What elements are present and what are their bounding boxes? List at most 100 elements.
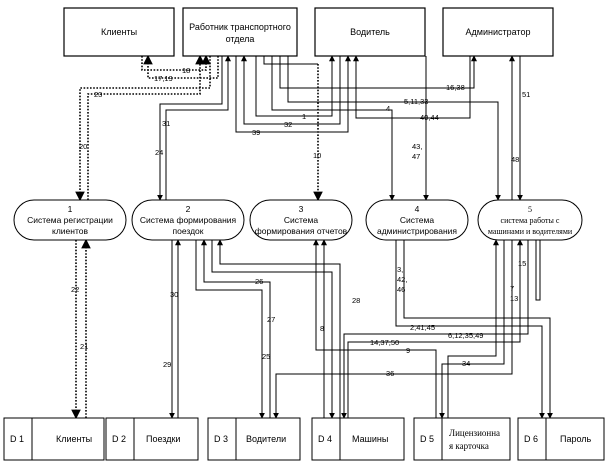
flow-label-34: 34 — [462, 359, 470, 368]
flow-31 — [157, 56, 223, 201]
flow-label-24: 24 — [155, 148, 163, 157]
flow-label-15: 15 — [518, 259, 526, 268]
store-d6-code: D 6 — [524, 434, 538, 444]
process-1: 1 Система регистрации клиентов — [13, 199, 127, 241]
flow-1 — [255, 55, 335, 117]
flow-24 — [165, 55, 231, 200]
flow-label-17-19: 17,19 — [154, 74, 173, 83]
entity-worker-label-1: Работник транспортного — [189, 22, 291, 32]
flow-6-12-35-49 — [341, 240, 529, 419]
flow-27 — [195, 240, 265, 419]
flow-label-21: 21 — [80, 342, 88, 351]
flow-label-16-38: 16,38 — [446, 83, 465, 92]
flow-40-44 — [353, 55, 471, 119]
process-3-number: 3 — [299, 204, 304, 214]
flow-label-30: 30 — [170, 290, 178, 299]
flow-label-13: 13 — [510, 294, 518, 303]
store-d3-code: D 3 — [214, 434, 228, 444]
store-d2: D 2 Поездки — [105, 417, 199, 461]
flow-9 — [313, 239, 437, 418]
process-4: 4 Система администрирования — [365, 199, 469, 241]
flow-label-36: 36 — [386, 369, 394, 378]
flow-34 — [439, 240, 505, 419]
process-3-line1: Система — [284, 215, 319, 225]
store-d1-name: Клиенты — [56, 434, 92, 444]
flow-label-14-37-50: 14,37,50 — [370, 338, 399, 347]
store-d2-code: D 2 — [112, 434, 126, 444]
flow-28 — [217, 239, 341, 418]
flow-label-22: 22 — [71, 285, 79, 294]
process-5-number: 5 — [528, 205, 532, 214]
flow-label-3: 3, — [397, 265, 403, 274]
entity-transport-worker: Работник транспортного отдела — [182, 7, 298, 57]
entity-driver-label: Водитель — [350, 27, 390, 37]
flow-label-20: 20 — [79, 142, 87, 151]
store-d3: D 3 Водители — [207, 417, 301, 461]
store-d4: D 4 Машины — [311, 417, 405, 461]
process-4-line1: Система — [400, 215, 435, 225]
entity-driver: Водитель — [314, 7, 426, 57]
process-5: 5 система работы с машинами и водителями — [477, 199, 583, 241]
store-d5: D 5 Лицензионна я карточка — [413, 417, 511, 461]
flow-2-41-45 — [395, 240, 545, 419]
flow-3-42-46 — [403, 240, 553, 419]
flow-label-39: 39 — [252, 128, 260, 137]
flow-label-7: 7 — [510, 284, 514, 293]
flow-26 — [211, 240, 335, 419]
flow-label-32: 32 — [284, 120, 292, 129]
process-4-line2: администрирования — [377, 226, 457, 236]
process-2: 2 Система формирования поездок — [131, 199, 245, 241]
flow-label-47: 47 — [412, 152, 420, 161]
flow-25 — [201, 239, 271, 418]
store-d5-code: D 5 — [420, 434, 434, 444]
store-d6: D 6 Пароль — [517, 417, 605, 461]
flow-label-43: 43, — [412, 142, 422, 151]
flow-23 — [75, 56, 211, 202]
flow-label-31: 31 — [162, 119, 170, 128]
process-1-line2: клиентов — [52, 226, 88, 236]
entity-admin-label: Администратор — [466, 27, 531, 37]
process-2-line1: Система формирования — [140, 215, 237, 225]
process-1-number: 1 — [68, 204, 73, 214]
connectors — [71, 54, 553, 420]
flow-17-19 — [143, 54, 219, 79]
flow-label-28: 28 — [352, 296, 360, 305]
flow-label-18: 18 — [182, 66, 190, 75]
flow-15 — [535, 240, 541, 301]
flow-16-38 — [279, 55, 477, 89]
flow-label-1: 1 — [302, 112, 306, 121]
store-d2-name: Поездки — [146, 434, 180, 444]
flow-20 — [87, 54, 205, 200]
flow-36 — [273, 240, 513, 419]
flow-label-10: 10 — [313, 151, 321, 160]
flow-label-8: 8 — [320, 324, 324, 333]
flow-label-23: 23 — [94, 90, 102, 99]
entity-worker-label-2: отдела — [226, 34, 255, 44]
store-d1: D 1 Клиенты — [3, 417, 105, 461]
entity-clients: Клиенты — [63, 7, 175, 57]
store-d4-name: Машины — [352, 434, 388, 444]
process-3: 3 Система формирования отчетов — [249, 199, 353, 241]
process-3-line2: формирования отчетов — [255, 226, 348, 236]
flow-label-26: 26 — [255, 277, 263, 286]
flow-label-6-12-35-49: 6,12,35,49 — [448, 331, 483, 340]
process-2-line2: поездок — [173, 226, 204, 236]
flow-5-11-33 — [287, 56, 501, 201]
entity-clients-label: Клиенты — [101, 27, 137, 37]
store-d4-code: D 4 — [318, 434, 332, 444]
flow-label-9: 9 — [406, 346, 410, 355]
flow-14-37-50 — [347, 239, 523, 418]
process-4-number: 4 — [415, 204, 420, 214]
flow-39 — [235, 55, 351, 133]
process-5-line1: система работы с — [501, 216, 560, 225]
flow-label-48: 48 — [511, 155, 519, 164]
store-d5-name-1: Лицензионна — [449, 428, 500, 438]
flow-18 — [141, 54, 211, 71]
flow-label-42: 42, — [397, 275, 407, 284]
flow-label-4: 4 — [386, 104, 390, 113]
store-d6-name: Пароль — [560, 434, 592, 444]
flow-7-13 — [447, 239, 499, 418]
flow-label-51: 51 — [522, 90, 530, 99]
entity-admin: Администратор — [442, 7, 554, 57]
flow-label-29: 29 — [163, 360, 171, 369]
